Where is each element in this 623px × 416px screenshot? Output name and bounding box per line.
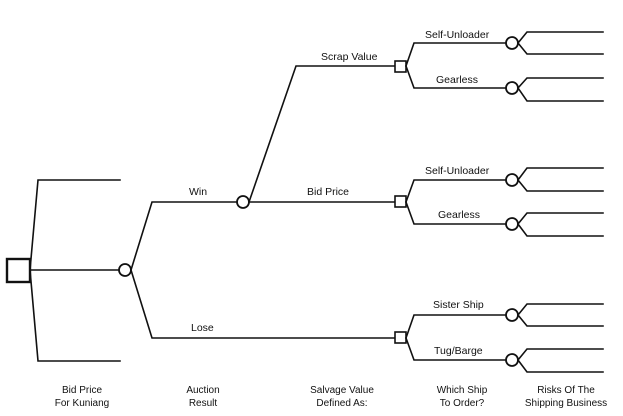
ship-decision-node-bid — [394, 195, 407, 208]
scrap-value-branch — [247, 65, 395, 204]
bid-option-bottom — [29, 269, 121, 362]
risk-branch-5b — [516, 313, 604, 327]
sister-ship-label: Sister Ship — [433, 299, 484, 311]
risk-chance-node-4 — [505, 217, 519, 231]
win-branch — [129, 201, 238, 272]
risk-branch-1b — [516, 41, 604, 55]
lose-label: Lose — [191, 322, 214, 334]
gearless-branch-2 — [404, 200, 507, 225]
self-unloader-branch-1 — [404, 42, 507, 68]
risk-chance-node-2 — [505, 81, 519, 95]
risk-chance-group-1 — [505, 31, 604, 55]
auction-chance-node — [118, 263, 132, 277]
risk-branch-4a — [516, 212, 604, 226]
gearless-branch-1 — [404, 64, 507, 89]
bid-price-branch-label: Bid Price — [307, 186, 349, 198]
win-label: Win — [189, 186, 207, 198]
risk-branch-4b — [516, 222, 604, 237]
ship-decision-node-lose — [394, 331, 407, 344]
risk-branch-3b — [516, 178, 604, 192]
risk-branch-6a — [516, 348, 604, 362]
risk-chance-group-5 — [505, 303, 604, 327]
self-unloader-branch-2 — [404, 179, 507, 204]
risk-branch-3a — [516, 167, 604, 182]
risk-chance-node-1 — [505, 36, 519, 50]
bid-price-decision-node — [5, 257, 32, 284]
risk-branch-2b — [516, 86, 604, 102]
self-unloader-label-1: Self-Unloader — [425, 29, 490, 41]
risk-branch-6b — [516, 358, 604, 373]
risk-chance-group-6 — [505, 348, 604, 373]
self-unloader-label-2: Self-Unloader — [425, 165, 490, 177]
salvage-chance-node — [236, 195, 250, 209]
sister-ship-branch — [404, 314, 507, 340]
gearless-label-2: Gearless — [438, 209, 480, 221]
ship-decision-node-scrap — [394, 60, 407, 73]
risk-chance-group-2 — [505, 77, 604, 102]
risk-chance-node-5 — [505, 308, 519, 322]
bid-option-top — [29, 179, 121, 271]
gearless-label-1: Gearless — [436, 74, 478, 86]
lose-branch — [129, 268, 396, 339]
tug-barge-branch — [404, 336, 507, 361]
risk-chance-node-6 — [505, 353, 519, 367]
risk-branch-1a — [516, 31, 604, 45]
tug-barge-label: Tug/Barge — [434, 345, 483, 357]
risk-chance-group-4 — [505, 212, 604, 237]
risk-branch-5a — [516, 303, 604, 317]
scrap-value-label: Scrap Value — [321, 51, 378, 63]
risk-chance-group-3 — [505, 167, 604, 192]
risk-chance-node-3 — [505, 173, 519, 187]
risk-branch-2a — [516, 77, 604, 90]
